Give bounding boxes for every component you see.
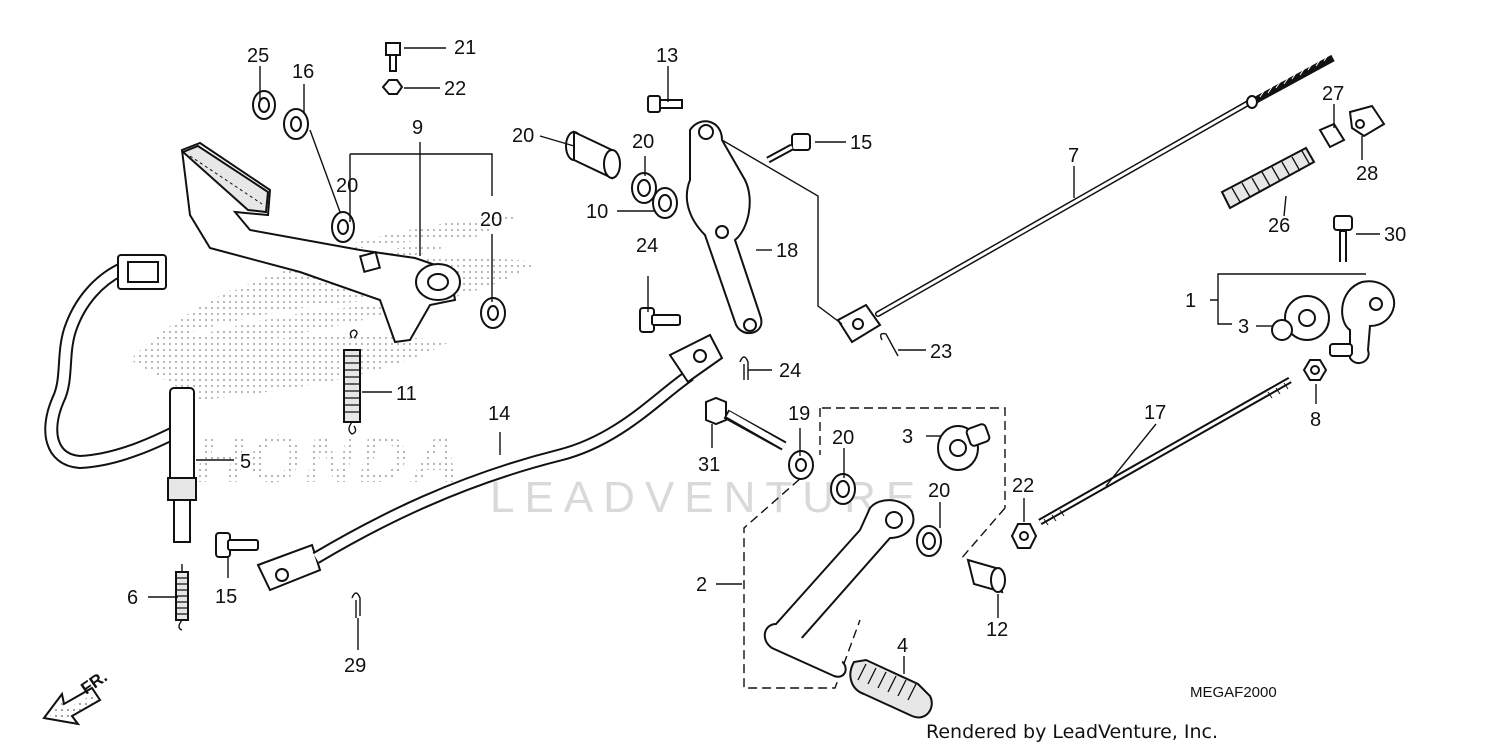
leader-lines	[148, 47, 1380, 674]
callout-24: 24	[779, 360, 801, 382]
nut-22-top	[381, 79, 404, 95]
honda-wing-watermark	[130, 215, 540, 400]
honda-brand-watermark: HONDA	[195, 421, 464, 497]
bolt-21	[385, 42, 401, 72]
bolt-30	[1333, 215, 1353, 262]
callout-27: 27	[1322, 83, 1344, 105]
nut-8	[1302, 359, 1328, 381]
callout-3: 3	[1238, 316, 1249, 338]
washer-20-d	[652, 187, 678, 219]
callout-labels: 25 16 21 22 9 20 20 11 5 6 15 14 24 29 1…	[127, 37, 1406, 677]
callout-3: 3	[902, 426, 913, 448]
washer-19	[788, 450, 814, 480]
cotter-pin-24-a	[739, 356, 749, 380]
callout-25: 25	[247, 45, 269, 67]
joint-28	[1348, 104, 1386, 138]
callout-18: 15	[850, 132, 872, 154]
callout-5: 5	[240, 451, 251, 473]
washer-20-a	[331, 211, 355, 243]
callout-2: 2	[696, 574, 707, 596]
collar-27	[1318, 122, 1346, 149]
bolt-29	[647, 95, 683, 113]
callout-28: 28	[1356, 163, 1378, 185]
callout-24: 29	[344, 655, 366, 677]
callout-8: 8	[1310, 409, 1321, 431]
callout-26: 26	[1268, 215, 1290, 237]
snap-ring-25	[252, 90, 276, 120]
callout-15: 15	[215, 586, 237, 608]
callout-17: 17	[1144, 402, 1166, 424]
cotter-pin-23	[879, 332, 899, 357]
pin-15-upper	[639, 307, 681, 333]
callout-12: 12	[986, 619, 1008, 641]
pedal-rubber-4	[849, 658, 933, 719]
render-credit: Rendered by LeadVenture, Inc.	[926, 721, 1218, 743]
washer-20-c	[631, 172, 657, 204]
shift-pedal-2	[763, 499, 915, 678]
callout-22: 22	[1012, 475, 1034, 497]
callout-13: 20	[512, 125, 534, 147]
callout-1: 1	[1185, 290, 1196, 312]
callout-23: 23	[930, 341, 952, 363]
ball-joint-3-lower	[937, 423, 991, 471]
callout-4: 4	[897, 635, 908, 657]
washer-20-b	[480, 297, 506, 329]
bolt-18	[766, 133, 811, 164]
callout-20: 10	[586, 201, 608, 223]
callout-20: 20	[928, 480, 950, 502]
bolt-31	[705, 396, 787, 451]
callout-20: 20	[336, 175, 358, 197]
assembly-2-outline	[743, 407, 1006, 689]
brake-rod-14	[256, 333, 724, 592]
shift-joint-1	[1329, 280, 1396, 365]
shift-arm-10	[685, 120, 763, 335]
callout-21: 21	[454, 37, 476, 59]
spring-26	[1220, 146, 1316, 210]
diagram-code: MEGAF2000	[1190, 684, 1277, 701]
callout-16: 16	[292, 61, 314, 83]
callout-22: 22	[444, 78, 466, 100]
collar-13	[565, 130, 621, 180]
washer-16	[283, 108, 309, 140]
callout-9: 9	[412, 117, 423, 139]
front-direction-arrow-icon	[42, 686, 102, 726]
washer-20-f	[916, 525, 942, 557]
spring-6	[175, 564, 189, 631]
callout-20: 20	[632, 131, 654, 153]
spring-11	[343, 329, 361, 435]
collar-12	[966, 558, 1006, 594]
callout-10: 18	[776, 240, 798, 262]
callout-30: 30	[1384, 224, 1406, 246]
callout-7: 7	[1068, 145, 1079, 167]
ball-joint-3-upper	[1271, 295, 1330, 341]
callout-6: 6	[127, 587, 138, 609]
leadventure-watermark: LEADVENTURE	[490, 473, 925, 522]
pin-15-lower	[215, 532, 259, 558]
cotter-pin-24-b	[351, 592, 361, 618]
callout-31: 31	[698, 454, 720, 476]
nut-22-lower	[1010, 523, 1038, 549]
washer-20-e	[830, 473, 856, 505]
brake-pedal	[180, 141, 461, 344]
callout-20: 20	[832, 427, 854, 449]
callout-15: 24	[636, 235, 658, 257]
shift-rod-7	[836, 54, 1335, 344]
stop-switch-5	[44, 254, 197, 543]
callout-14: 14	[488, 403, 510, 425]
callout-19: 19	[788, 403, 810, 425]
callout-20: 20	[480, 209, 502, 231]
callout-29: 13	[656, 45, 678, 67]
callout-11: 11	[396, 383, 417, 405]
tie-rod-17	[1038, 376, 1292, 526]
